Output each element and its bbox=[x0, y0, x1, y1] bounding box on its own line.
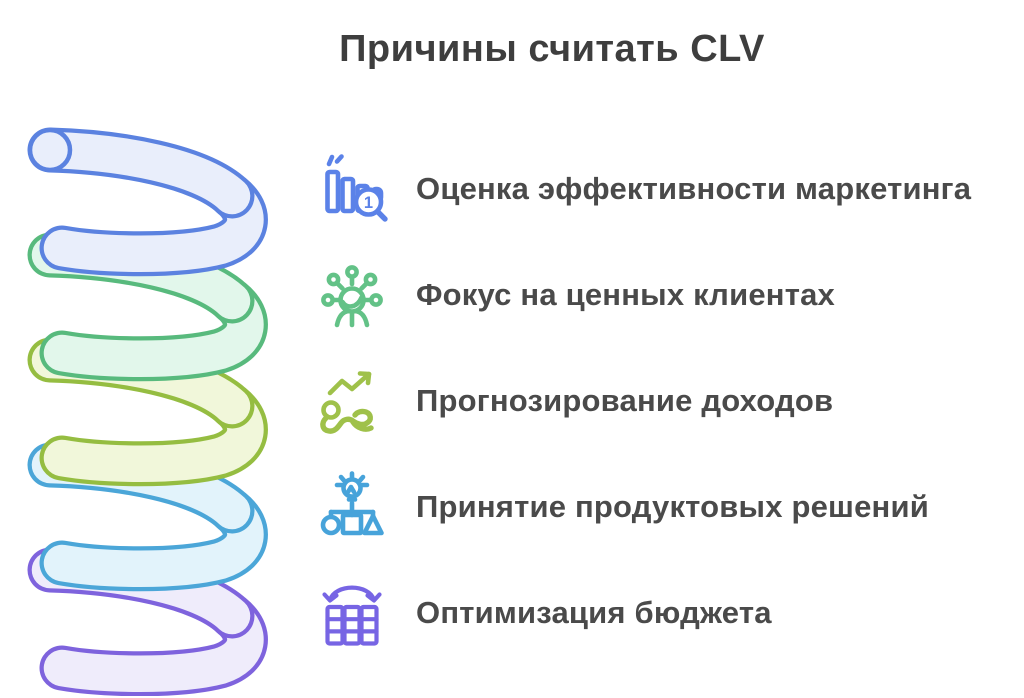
spiral-spring-illustration bbox=[27, 127, 268, 696]
reason-item-forecast: Прогнозирование доходов bbox=[312, 348, 1012, 454]
reason-list: 1 Оценка эффективности маркетинга Фокус … bbox=[312, 136, 1012, 666]
reason-item-budget: Оптимизация бюджета bbox=[312, 560, 1012, 666]
svg-text:1: 1 bbox=[364, 194, 373, 212]
customer-network-icon bbox=[312, 259, 392, 331]
reason-item-marketing: 1 Оценка эффективности маркетинга bbox=[312, 136, 1012, 242]
reason-label: Принятие продуктовых решений bbox=[416, 489, 929, 524]
budget-columns-arrow-icon bbox=[312, 577, 392, 649]
reason-label: Оптимизация бюджета bbox=[416, 595, 772, 630]
reason-label: Оценка эффективности маркетинга bbox=[416, 171, 972, 206]
reason-item-decisions: Принятие продуктовых решений bbox=[312, 454, 1012, 560]
idea-decision-icon bbox=[312, 471, 392, 543]
bar-chart-magnifier-icon: 1 bbox=[312, 153, 392, 225]
reason-item-customers: Фокус на ценных клиентах bbox=[312, 242, 1012, 348]
growth-arrow-figure-icon bbox=[312, 365, 392, 437]
page-title: Причины считать CLV bbox=[339, 28, 765, 70]
reason-label: Прогнозирование доходов bbox=[416, 383, 834, 418]
spring-end-cap bbox=[27, 127, 73, 173]
spiral-coil-1 bbox=[27, 127, 268, 277]
reason-label: Фокус на ценных клиентах bbox=[416, 277, 835, 312]
